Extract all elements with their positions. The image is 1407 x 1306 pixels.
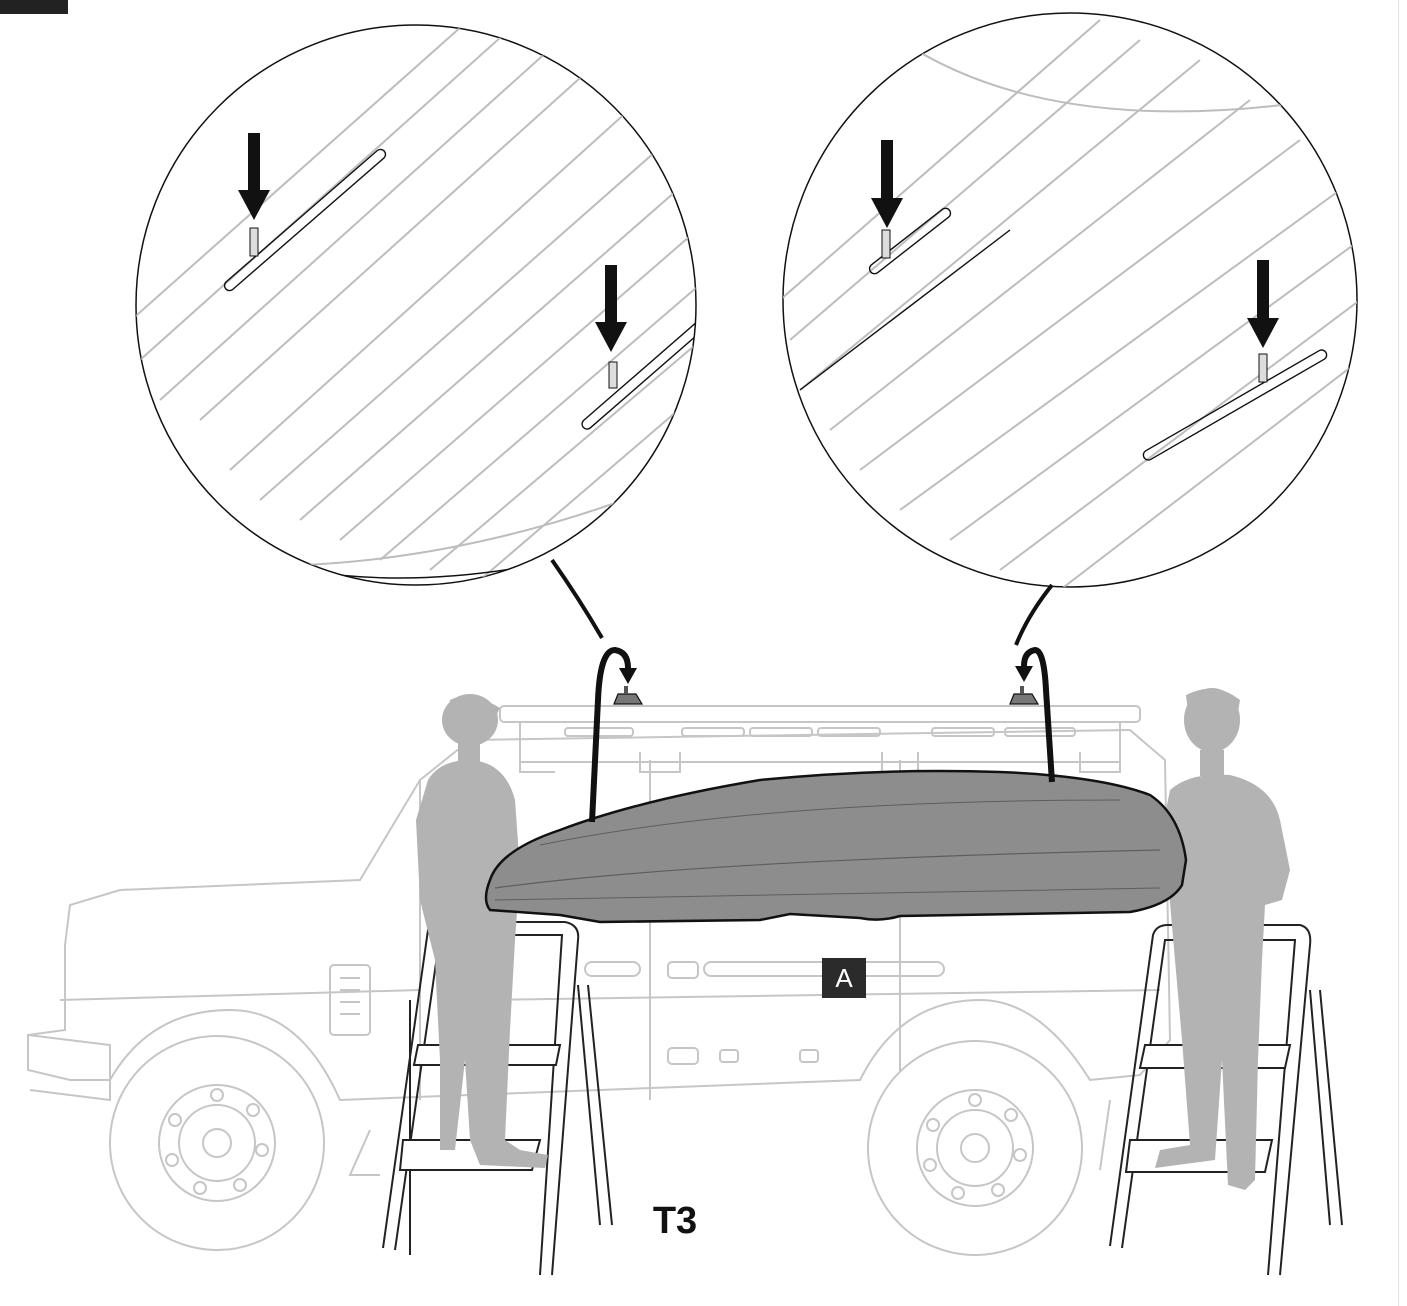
- page-edge-line: [1398, 0, 1399, 1306]
- rear-wheel: [867, 1040, 1083, 1256]
- down-arrow-icon: [238, 133, 270, 220]
- callout-pointer-right: [1014, 583, 1054, 646]
- rack-foot-left: [613, 686, 644, 705]
- roof-box: [484, 769, 1188, 924]
- curved-arrow-icon: [1015, 646, 1055, 783]
- down-arrow-icon: [595, 265, 627, 352]
- down-arrow-icon: [871, 140, 903, 228]
- rack-foot-right: [1009, 686, 1040, 705]
- down-arrow-icon: [1247, 260, 1279, 348]
- curved-arrow-icon: [589, 646, 637, 823]
- pin-left-1: [249, 227, 259, 257]
- detail-circle-right: [782, 12, 1358, 646]
- part-label-a: A: [822, 958, 866, 998]
- pin-right-1: [881, 229, 891, 259]
- step-label: T3: [652, 1200, 698, 1242]
- detail-circle-left: [135, 24, 697, 640]
- pin-left-2: [608, 361, 618, 389]
- corner-tab: [0, 0, 68, 14]
- person-right: [1155, 688, 1290, 1190]
- pin-right-2: [1258, 353, 1268, 383]
- callout-pointer-left: [550, 558, 604, 640]
- front-wheel: [109, 1035, 325, 1251]
